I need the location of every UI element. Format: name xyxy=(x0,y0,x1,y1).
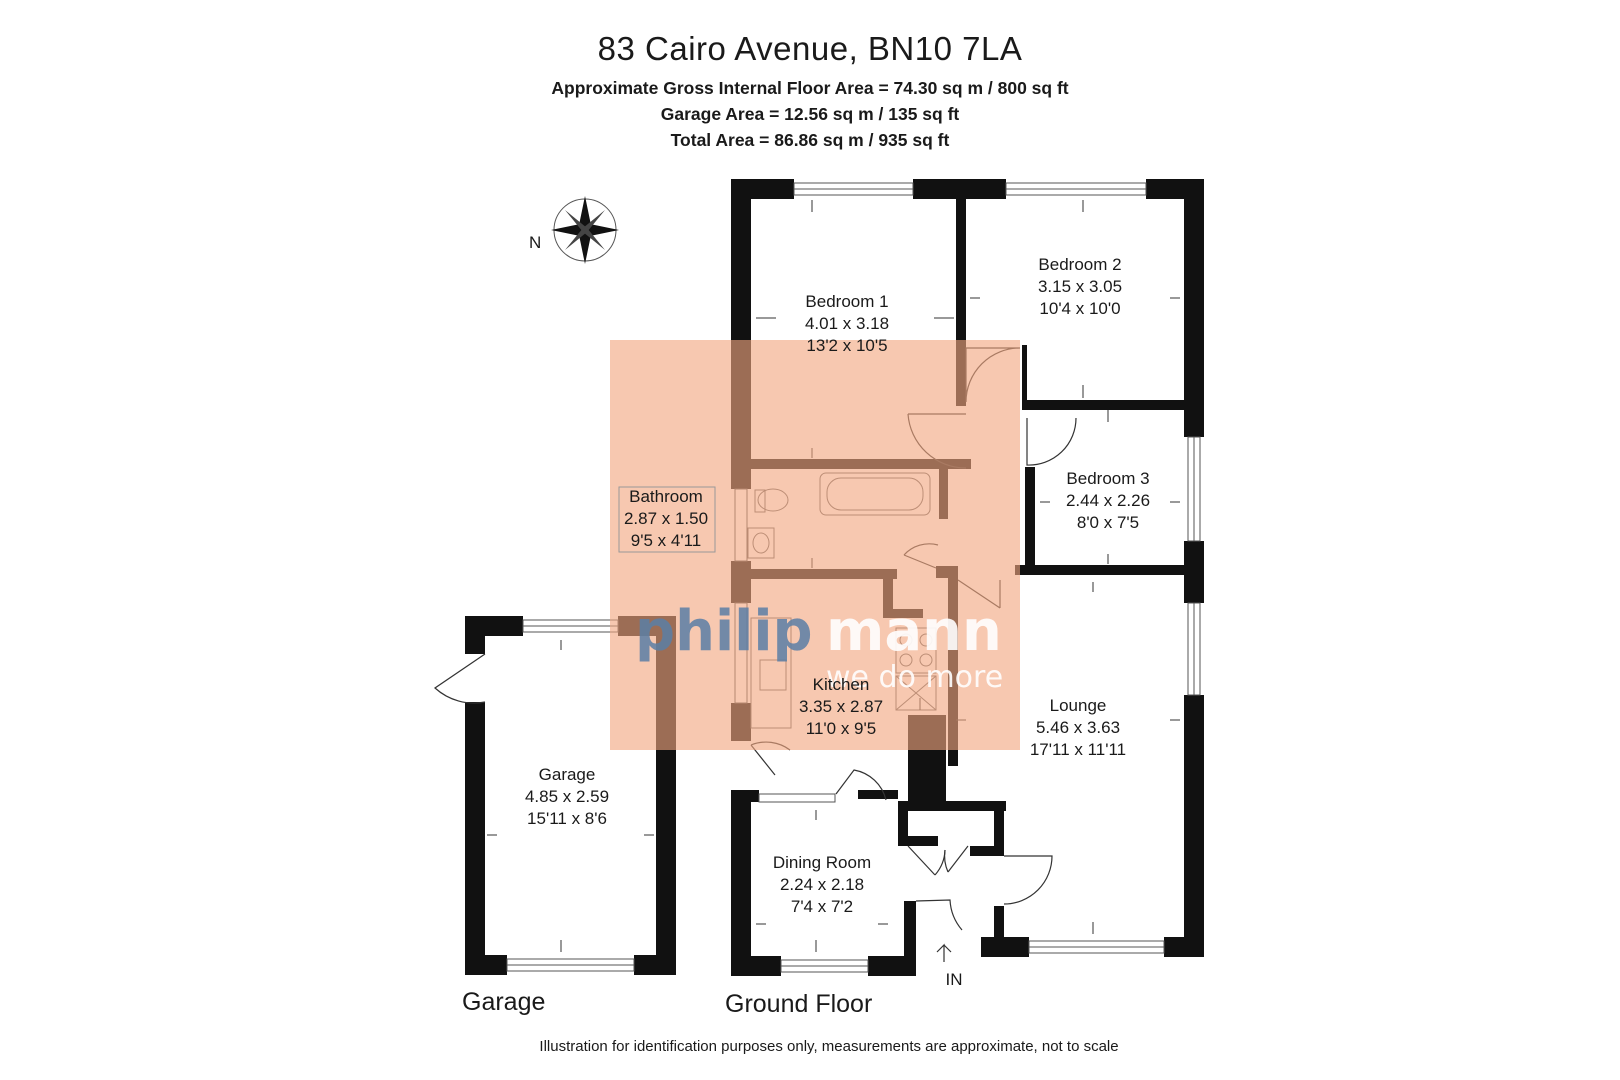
dining-room-name: Dining Room xyxy=(773,853,871,872)
watermark-tagline: we do more xyxy=(826,660,1003,695)
lounge-imperial: 17'11 x 11'11 xyxy=(1030,740,1126,759)
garage-floor-label: Garage xyxy=(462,988,545,1016)
bathroom-imperial: 9'5 x 4'11 xyxy=(631,531,701,550)
bedroom3-metric: 2.44 x 2.26 xyxy=(1066,491,1150,510)
bedroom1-metric: 4.01 x 3.18 xyxy=(805,314,889,333)
gross-internal-area: Approximate Gross Internal Floor Area = … xyxy=(551,78,1069,98)
property-address-title: 83 Cairo Avenue, BN10 7LA xyxy=(597,30,1023,67)
kitchen-imperial: 11'0 x 9'5 xyxy=(806,719,876,738)
lounge-metric: 5.46 x 3.63 xyxy=(1036,718,1120,737)
bedroom2-metric: 3.15 x 3.05 xyxy=(1038,277,1122,296)
lounge-name: Lounge xyxy=(1050,696,1107,715)
watermark-brand-mann: mann xyxy=(826,599,1002,664)
compass-north-label: N xyxy=(529,233,541,252)
bedroom3-imperial: 8'0 x 7'5 xyxy=(1077,513,1139,532)
bedroom1-name: Bedroom 1 xyxy=(805,292,888,311)
bathroom-label-box xyxy=(618,486,716,553)
garage-metric: 4.85 x 2.59 xyxy=(525,787,609,806)
kitchen-name: Kitchen xyxy=(813,675,870,694)
garage-area: Garage Area = 12.56 sq m / 135 sq ft xyxy=(660,104,960,124)
watermark-brand-philip: philip xyxy=(635,599,813,664)
bathroom-name: Bathroom xyxy=(629,487,703,506)
bedroom3-name: Bedroom 3 xyxy=(1066,469,1149,488)
highlight-overlay xyxy=(610,340,1020,750)
bedroom2-name: Bedroom 2 xyxy=(1038,255,1121,274)
dining-room-imperial: 7'4 x 7'2 xyxy=(791,897,853,916)
compass-icon xyxy=(551,196,619,264)
bedroom1-imperial: 13'2 x 10'5 xyxy=(806,336,887,355)
disclaimer-text: Illustration for identification purposes… xyxy=(539,1038,1118,1055)
garage-imperial: 15'11 x 8'6 xyxy=(527,809,607,828)
ground-floor-label: Ground Floor xyxy=(725,990,872,1018)
garage-name: Garage xyxy=(539,765,596,784)
bathroom-metric: 2.87 x 1.50 xyxy=(624,509,708,528)
total-area: Total Area = 86.86 sq m / 935 sq ft xyxy=(670,130,950,150)
entrance-label: IN xyxy=(946,970,963,989)
dining-room-metric: 2.24 x 2.18 xyxy=(780,875,864,894)
bedroom2-imperial: 10'4 x 10'0 xyxy=(1039,299,1120,318)
entrance-arrow-icon xyxy=(936,943,952,962)
kitchen-metric: 3.35 x 2.87 xyxy=(799,697,883,716)
